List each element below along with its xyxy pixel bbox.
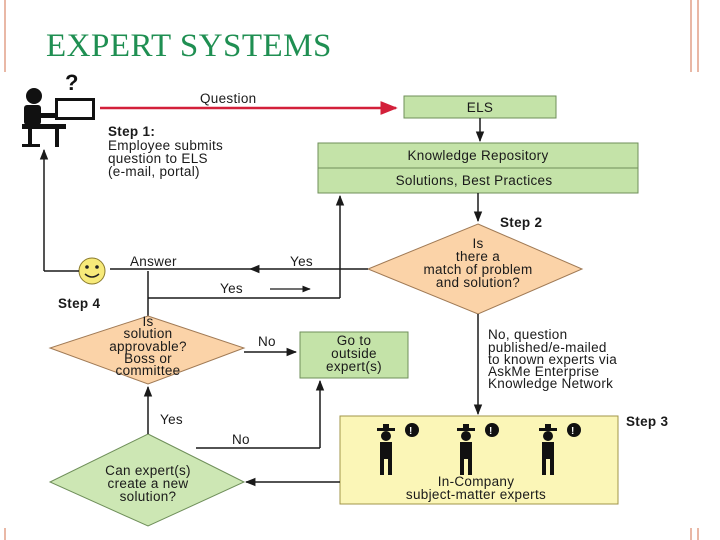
match-line-1: Is: [472, 236, 483, 251]
slide-title: EXPERT SYSTEMS: [46, 28, 332, 64]
can-expert-no-label: No: [232, 432, 250, 447]
no-branch-line-5: Knowledge Network: [488, 376, 613, 391]
outside-expert-line-2: outside: [331, 346, 377, 361]
solutions-label: Solutions, Best Practices: [396, 173, 553, 188]
knowledge-repository-box: [317, 142, 639, 169]
can-expert-line-1: Can expert(s): [105, 463, 191, 478]
step4-label: Step 4: [58, 296, 101, 311]
employee-icon: ?: [22, 70, 95, 147]
can-expert-line-3: solution?: [120, 489, 177, 504]
yes-return-label: Yes: [220, 281, 243, 296]
approvable-line-5: committee: [116, 363, 181, 378]
svg-text:!: !: [571, 426, 574, 437]
approvable-no-label: No: [258, 334, 276, 349]
outside-expert-line-3: expert(s): [326, 359, 382, 374]
match-line-2: there a: [456, 249, 500, 264]
els-label: ELS: [467, 100, 493, 115]
step2-label: Step 2: [500, 215, 542, 230]
svg-text:!: !: [409, 426, 412, 437]
step1-heading: Step 1:: [108, 124, 155, 139]
match-line-4: and solution?: [436, 275, 520, 290]
decor-line-left-1: [4, 0, 6, 72]
smiley-icon: [78, 257, 106, 285]
step3-label: Step 3: [626, 414, 669, 429]
experts-line-2: subject-matter experts: [406, 487, 546, 502]
no-branch-line-2: published/e-mailed: [488, 340, 607, 355]
no-branch-line-3: to known experts via: [488, 352, 617, 367]
can-expert-decision-diamond: [48, 433, 246, 527]
no-branch-line-1: No, question: [488, 327, 567, 342]
solutions-box: [317, 167, 639, 194]
decor-line-right-3: [690, 528, 692, 540]
yes-match-label: Yes: [290, 254, 313, 269]
step1-line-2: question to ELS: [108, 151, 208, 166]
decor-line-right-4: [697, 528, 699, 540]
can-expert-line-2: create a new: [108, 476, 189, 491]
answer-label: Answer: [130, 254, 177, 269]
svg-text:!: !: [489, 426, 492, 437]
decor-line-right-1: [690, 0, 692, 72]
experts-line-1: In-Company: [438, 474, 515, 489]
step1-line-1: Employee submits: [108, 138, 223, 153]
can-expert-yes-label: Yes: [160, 412, 183, 427]
approvable-line-2: solution: [124, 326, 173, 341]
no-branch-line-4: AskMe Enterprise: [488, 364, 599, 379]
outside-expert-line-1: Go to: [337, 333, 372, 348]
match-line-3: match of problem: [423, 262, 532, 277]
step1-line-3: (e-mail, portal): [108, 164, 200, 179]
decor-line-left-2: [4, 528, 6, 540]
approvable-line-1: Is: [142, 314, 153, 329]
outside-expert-box: [299, 331, 409, 379]
approvable-line-4: Boss or: [124, 351, 172, 366]
question-label: Question: [200, 91, 256, 106]
knowledge-repository-label: Knowledge Repository: [407, 148, 548, 163]
svg-text:?: ?: [65, 70, 78, 95]
approvable-decision-diamond: [48, 315, 246, 385]
approvable-line-3: approvable?: [109, 339, 187, 354]
decor-line-right-2: [697, 0, 699, 72]
experts-icons: ! ! !: [377, 423, 581, 475]
